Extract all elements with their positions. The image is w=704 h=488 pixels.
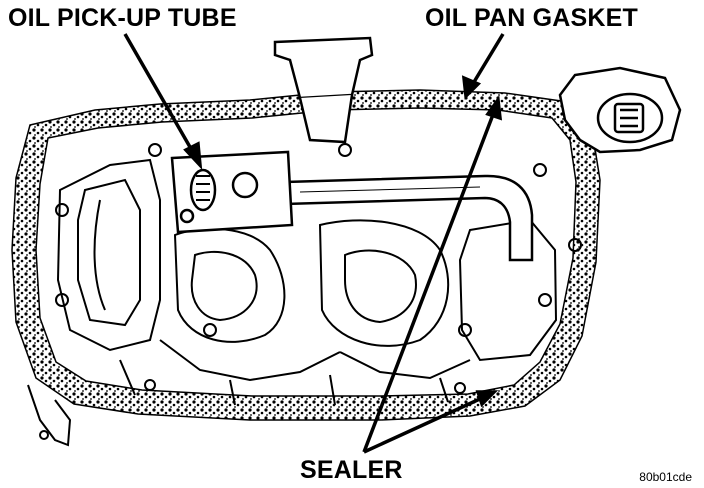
oil-pickup-tube (283, 174, 534, 262)
figure-id: 80b01cde (639, 470, 692, 484)
oil-pan-gasket-label: OIL PAN GASKET (425, 4, 639, 32)
upper-housing (273, 36, 374, 144)
mount-bracket (558, 66, 682, 154)
sealer-label: SEALER (300, 456, 403, 484)
left-foot (27, 384, 72, 447)
callout-arrows (123, 33, 505, 454)
oil-pickup-tube-label: OIL PICK-UP TUBE (8, 4, 237, 32)
engine-block (22, 96, 590, 410)
pickup-screen (170, 150, 294, 234)
crankcase-detail (55, 143, 582, 406)
